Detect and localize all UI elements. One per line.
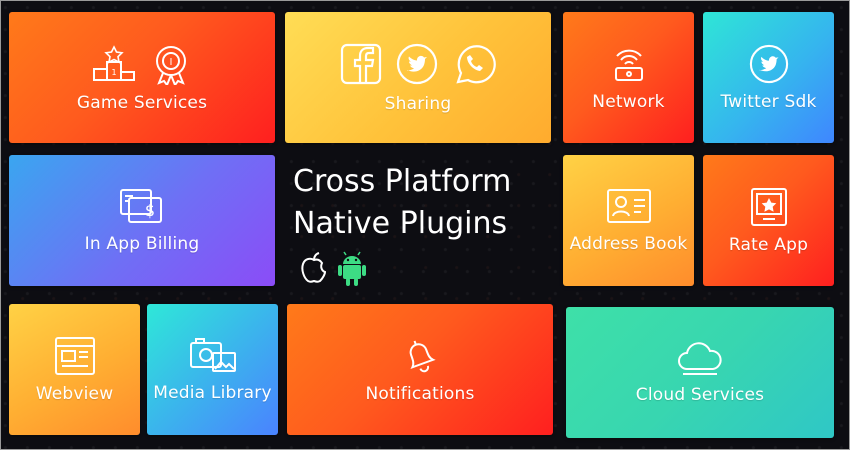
browser-window-icon — [54, 336, 96, 376]
tile-label: Sharing — [384, 93, 452, 114]
tile-webview[interactable]: Webview — [9, 304, 140, 435]
cloud-icon — [675, 341, 725, 377]
tile-label: Cloud Services — [635, 384, 765, 405]
tile-label: Notifications — [365, 383, 475, 404]
bill-icon: $ — [119, 188, 165, 226]
contact-card-icon — [606, 188, 652, 226]
star-frame-icon — [749, 187, 789, 227]
whatsapp-icon — [452, 42, 496, 86]
tile-address-book[interactable]: Address Book — [563, 155, 694, 286]
tile-label: Webview — [35, 383, 114, 404]
android-icon — [337, 251, 367, 291]
bell-icon — [401, 336, 439, 376]
medal-icon: I — [150, 43, 192, 85]
tile-rate-app[interactable]: Rate App — [703, 155, 834, 286]
tile-label: Network — [592, 91, 665, 112]
tile-label: Address Book — [569, 233, 688, 254]
tile-notifications[interactable]: Notifications — [287, 304, 553, 435]
title-line-2: Native Plugins — [293, 206, 508, 241]
twitter-icon — [396, 43, 438, 85]
svg-text:I: I — [170, 57, 173, 68]
tile-media-library[interactable]: Media Library — [147, 304, 278, 435]
facebook-icon — [340, 43, 382, 85]
router-icon — [611, 44, 647, 84]
title-line-1: Cross Platform — [293, 164, 512, 199]
svg-text:$: $ — [145, 201, 155, 220]
twitter-icon — [749, 44, 789, 84]
tile-in-app-billing[interactable]: $ In App Billing — [9, 155, 275, 286]
svg-text:1: 1 — [111, 68, 116, 77]
tile-label: Twitter Sdk — [720, 91, 817, 112]
camera-photo-icon — [189, 337, 237, 375]
tile-sharing[interactable]: Sharing — [285, 12, 551, 143]
tile-label: Rate App — [728, 234, 809, 255]
podium-icon: 1 — [92, 44, 136, 84]
tile-cloud-services[interactable]: Cloud Services — [566, 307, 834, 438]
page-title: Cross Platform Native Plugins — [293, 161, 511, 245]
tile-game-services[interactable]: 1 I Game Services — [9, 12, 275, 143]
platform-icons — [299, 251, 367, 291]
apple-icon — [299, 251, 329, 291]
tile-label: Game Services — [76, 92, 208, 113]
tile-twitter-sdk[interactable]: Twitter Sdk — [703, 12, 834, 143]
tile-label: In App Billing — [84, 233, 200, 254]
tile-label: Media Library — [153, 382, 272, 403]
tile-network[interactable]: Network — [563, 12, 694, 143]
